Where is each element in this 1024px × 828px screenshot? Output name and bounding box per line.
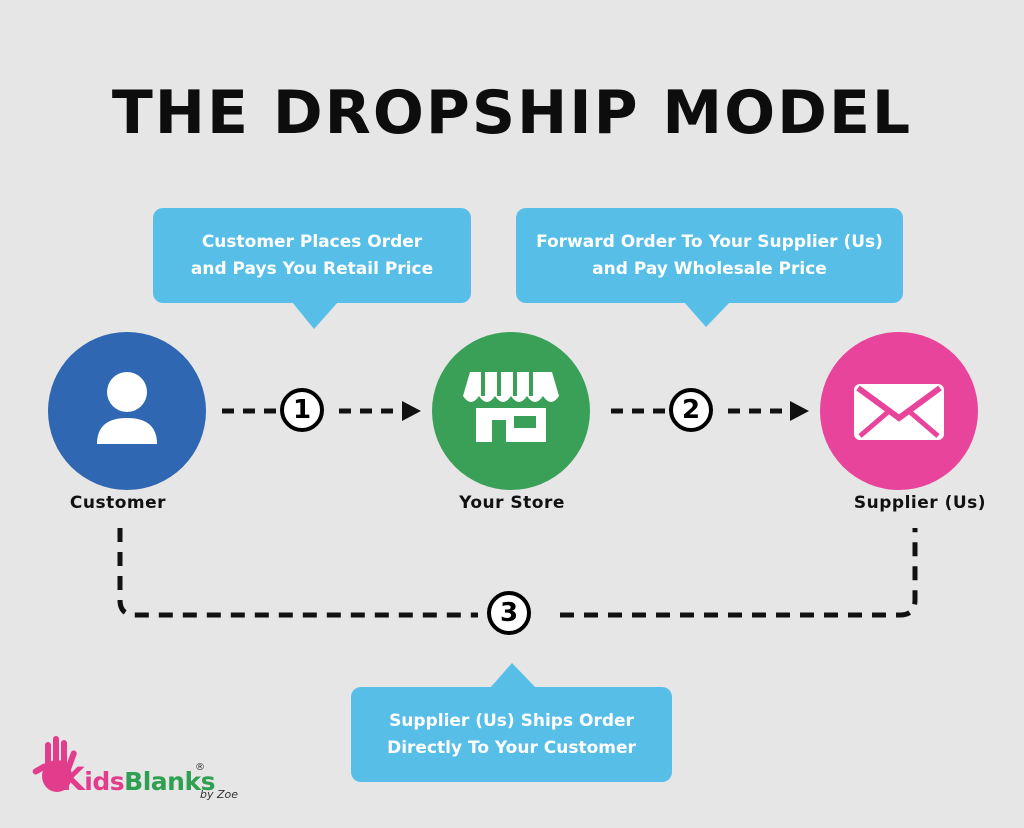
logo-wordmark: KidsBlanks [60, 760, 215, 798]
callout-ship-tail [490, 663, 536, 688]
logo-byline: by Zoe [200, 788, 239, 801]
supplier-label: Supplier (Us) [853, 493, 987, 513]
handprint-icon [32, 736, 77, 792]
step-2-badge: 2 [669, 388, 713, 432]
callout-ship-line2: Directly To Your Customer [387, 737, 636, 758]
step-1-badge: 1 [280, 388, 324, 432]
storefront-icon [463, 372, 559, 442]
logo-blanks: Blanks [124, 767, 215, 796]
logo-k: K [60, 760, 85, 798]
callout-forward-line1: Forward Order To Your Supplier (Us) [536, 231, 883, 252]
page-title: THE DROPSHIP MODEL [111, 78, 913, 148]
callout-order-tail [292, 302, 338, 329]
callout-ship: Supplier (Us) Ships Order Directly To Yo… [351, 687, 672, 782]
callout-forward-tail [684, 302, 730, 327]
dashed-return-right [560, 528, 918, 618]
supplier-node [820, 332, 978, 490]
customer-label: Customer [69, 493, 167, 513]
callout-forward: Forward Order To Your Supplier (Us) and … [516, 208, 903, 303]
callout-ship-line1: Supplier (Us) Ships Order [389, 710, 634, 731]
callout-order-line2: and Pays You Retail Price [190, 258, 434, 279]
arrowhead-2 [790, 401, 809, 421]
store-label: Your Store [459, 493, 565, 513]
customer-node [48, 332, 206, 490]
logo-registered-mark: ® [195, 762, 205, 773]
logo-ids: ids [84, 767, 125, 796]
callout-forward-line2: and Pay Wholesale Price [592, 258, 827, 279]
dashed-return-left [117, 528, 478, 618]
arrowhead-1 [402, 401, 421, 421]
store-node [432, 332, 590, 490]
callout-order-line1: Customer Places Order [201, 231, 423, 252]
envelope-icon [854, 384, 944, 440]
callout-order: Customer Places Order and Pays You Retai… [153, 208, 471, 303]
person-icon [97, 372, 157, 444]
kidsblanks-logo: KidsBlanks ® by Zoe [24, 732, 254, 812]
step-3-badge: 3 [487, 591, 531, 635]
